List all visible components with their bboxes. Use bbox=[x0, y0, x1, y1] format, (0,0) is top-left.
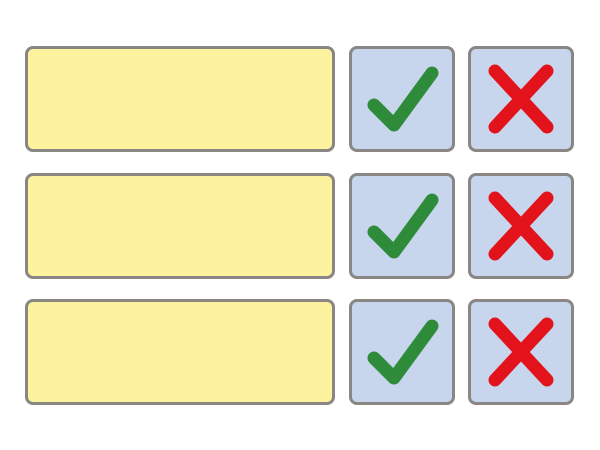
reject-button[interactable] bbox=[468, 299, 574, 405]
reject-button[interactable] bbox=[468, 46, 574, 152]
answer-field[interactable] bbox=[25, 46, 335, 152]
answer-row bbox=[25, 46, 575, 152]
cross-icon bbox=[488, 191, 554, 261]
answer-row bbox=[25, 173, 575, 279]
cross-icon bbox=[488, 317, 554, 387]
accept-button[interactable] bbox=[349, 299, 455, 405]
accept-button[interactable] bbox=[349, 46, 455, 152]
checkmark-icon bbox=[367, 319, 439, 385]
answer-field[interactable] bbox=[25, 299, 335, 405]
checkmark-icon bbox=[367, 193, 439, 259]
answer-field[interactable] bbox=[25, 173, 335, 279]
reject-button[interactable] bbox=[468, 173, 574, 279]
cross-icon bbox=[488, 64, 554, 134]
answer-row bbox=[25, 299, 575, 405]
checkmark-icon bbox=[367, 66, 439, 132]
accept-button[interactable] bbox=[349, 173, 455, 279]
